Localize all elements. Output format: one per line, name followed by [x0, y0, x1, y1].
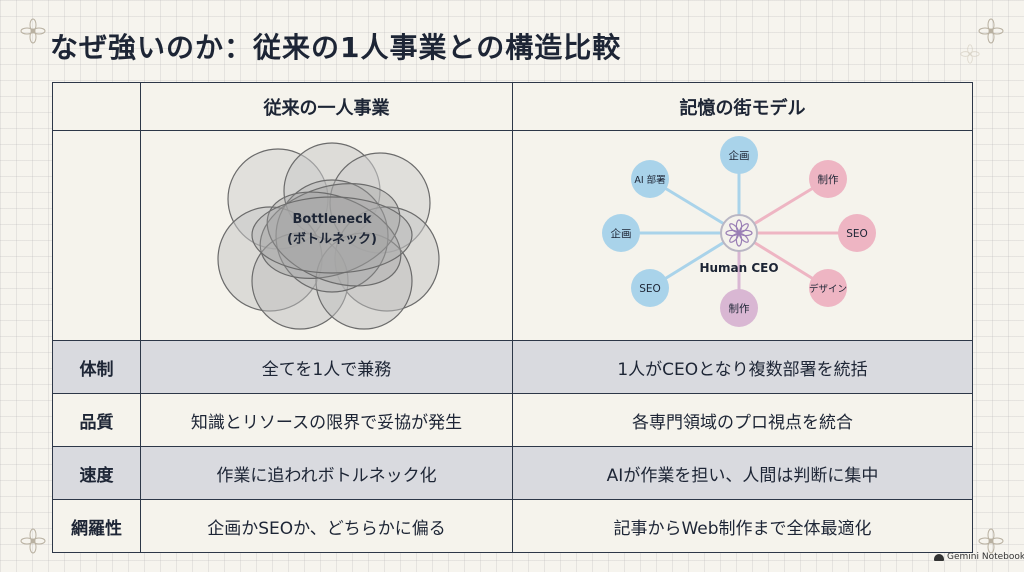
department-node-label: 企画 — [728, 149, 749, 162]
row-label: 品質 — [52, 393, 141, 447]
department-node-label: 制作 — [817, 173, 838, 186]
table-row: 体制 全てを1人で兼務 1人がCEOとなり複数部署を統括 — [52, 340, 973, 394]
comparison-table: 従来の一人事業 記憶の街モデル Bottleneck — [52, 82, 973, 553]
overlapping-circles — [216, 142, 440, 330]
overlap-circle — [250, 196, 413, 274]
department-node-label: SEO — [846, 228, 868, 240]
row-model-cell: 記事からWeb制作まで全体最適化 — [512, 499, 973, 553]
brand-badge: Gemini Notebook — [934, 552, 1024, 562]
department-node — [719, 289, 758, 327]
overlap-circle — [266, 191, 401, 287]
row-model-cell: AIが作業を担い、人間は判断に集中 — [512, 446, 973, 500]
department-node — [630, 269, 669, 307]
bottleneck-label-ja: (ボトルネック) — [287, 231, 377, 247]
department-node — [837, 214, 876, 252]
flower-ornament-icon — [978, 528, 1004, 554]
department-node — [630, 160, 669, 198]
brand-label: Gemini Notebook — [947, 552, 1024, 562]
flower-ornament-icon — [20, 18, 46, 44]
row-model-cell: 1人がCEOとなり複数部署を統括 — [512, 340, 973, 394]
flower-icon — [724, 219, 753, 247]
department-node-label: 制作 — [728, 302, 749, 315]
bottleneck-diagram-cell: Bottleneck (ボトルネック) — [140, 130, 513, 341]
department-node-label: デザイン — [808, 283, 846, 295]
department-node — [808, 160, 847, 198]
header-traditional: 従来の一人事業 — [140, 82, 513, 131]
row-traditional-cell: 作業に追われボトルネック化 — [140, 446, 513, 500]
bottleneck-label: Bottleneck — [292, 212, 371, 227]
flower-ornament-icon — [978, 18, 1004, 44]
header-memory-town-model: 記憶の街モデル — [512, 82, 973, 131]
row-traditional-cell: 知識とリソースの限界で妥協が発生 — [140, 393, 513, 447]
department-node-label: AI 部署 — [634, 174, 665, 186]
department-node-label: SEO — [639, 283, 661, 295]
flower-ornament-icon — [960, 44, 980, 64]
human-ceo-label: Human CEO — [699, 261, 778, 275]
bottleneck-diagram: Bottleneck (ボトルネック) — [216, 142, 440, 330]
flower-ornament-icon — [20, 528, 46, 554]
overlap-circle — [314, 232, 413, 330]
table-row: 速度 作業に追われボトルネック化 AIが作業を担い、人間は判断に集中 — [52, 446, 973, 500]
table-header-row: 従来の一人事業 記憶の街モデル — [52, 82, 973, 131]
row-traditional-cell: 企画かSEOか、どちらかに偏る — [140, 499, 513, 553]
diagram-empty-cell — [52, 130, 141, 341]
department-node — [719, 136, 758, 174]
row-label: 速度 — [52, 446, 141, 500]
row-model-cell: 各専門領域のプロ視点を統合 — [512, 393, 973, 447]
row-label: 体制 — [52, 340, 141, 394]
notebook-logo-icon — [934, 553, 944, 561]
header-empty-cell — [52, 82, 141, 131]
row-traditional-cell: 全てを1人で兼務 — [140, 340, 513, 394]
row-label: 網羅性 — [52, 499, 141, 553]
department-node — [808, 269, 847, 307]
page-title: なぜ強いのか：従来の1人事業との構造比較 — [50, 31, 622, 64]
department-node — [601, 214, 640, 252]
department-node-label: 企画 — [610, 227, 631, 240]
table-row: 品質 知識とリソースの限界で妥協が発生 各専門領域のプロ視点を統合 — [52, 393, 973, 447]
overlap-circle — [274, 179, 389, 293]
table-row: 網羅性 企画かSEOか、どちらかに偏る 記事からWeb制作まで全体最適化 — [52, 499, 973, 553]
